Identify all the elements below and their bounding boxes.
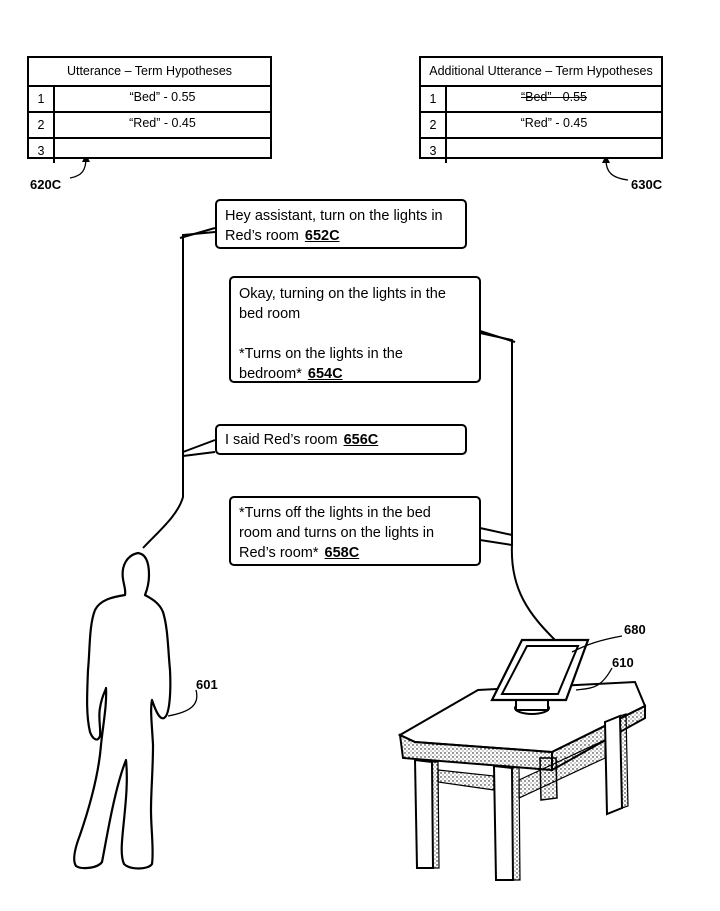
ref-label-610: 610 (612, 655, 634, 670)
device-speech-line (479, 332, 556, 641)
ref-680-leader (571, 635, 623, 653)
user-speech-line (142, 231, 216, 549)
row-number: 2 (421, 113, 447, 137)
bubble-line: Hey assistant, turn on the lights in (225, 208, 443, 224)
table-row: 2 “Red” - 0.45 (29, 113, 270, 139)
table-row: 1 “Bed” - 0.55 (421, 87, 661, 113)
hypothesis-value (447, 139, 661, 163)
ref-label-658c: 658C (324, 545, 360, 561)
row-number: 1 (29, 87, 55, 111)
ref-610-leader (575, 667, 613, 691)
table-leg-front-left-shade (431, 761, 440, 869)
table-row: 1 “Bed” - 0.55 (29, 87, 270, 113)
ref-label-680: 680 (624, 622, 646, 637)
ref-601-leader (167, 689, 198, 717)
speech-bubble-654c: Okay, turning on the lights in the bed r… (229, 276, 481, 383)
bubble-line: room and turns on the lights in (239, 525, 435, 541)
utterance-term-hypotheses-table: Utterance – Term Hypotheses 1 “Bed” - 0.… (27, 56, 272, 163)
hypothesis-value-struck: “Bed” - 0.55 (520, 90, 587, 104)
ref-label-620c: 620C (30, 177, 62, 192)
bubble-line: Okay, turning on the lights in the (239, 286, 446, 302)
hypothesis-value: “Red” - 0.45 (129, 116, 196, 130)
bubble-line: *Turns off the lights in the bed (239, 505, 431, 521)
table-leg-front-right (492, 764, 515, 881)
ref-label-652c: 652C (304, 228, 340, 244)
bubble-line-with-ref: Red’s room* 658C (239, 543, 471, 563)
table-header: Additional Utterance – Term Hypotheses (421, 58, 661, 87)
bubble-text: bedroom* (239, 366, 302, 382)
speech-bubble-658c: *Turns off the lights in the bed room an… (229, 496, 481, 566)
row-number: 2 (29, 113, 55, 137)
row-number: 3 (421, 139, 447, 163)
device-speech-line-b (479, 330, 516, 546)
row-number: 3 (29, 139, 55, 163)
table-apron-side (518, 739, 606, 799)
table-apron (437, 769, 495, 791)
device-screen (500, 645, 580, 695)
table-leg-back-right-shade (619, 713, 629, 809)
hypothesis-value: “Bed” - 0.55 (129, 90, 196, 104)
bubble-line: bed room (239, 306, 301, 322)
bubble-line: *Turns on the lights in the (239, 346, 403, 362)
row-number: 1 (421, 87, 447, 111)
ref-label-601: 601 (196, 677, 218, 692)
user-speech-line-b (179, 227, 216, 457)
bubble-text: I said Red’s room (225, 432, 338, 448)
ref-label-630c: 630C (631, 177, 663, 192)
ref-label-654c: 654C (307, 366, 343, 382)
table-row: 3 (421, 139, 661, 163)
speech-bubble-656c: I said Red’s room 656C (215, 424, 467, 455)
additional-utterance-term-hypotheses-table: Additional Utterance – Term Hypotheses 1… (419, 56, 663, 163)
bubble-text: Red’s room (225, 228, 299, 244)
ref-label-656c: 656C (343, 432, 379, 448)
ref-630c-arrowhead (602, 155, 610, 163)
bubble-text: Red’s room* (239, 545, 319, 561)
table-row: 3 (29, 139, 270, 163)
table-leg-back-right (603, 714, 624, 816)
bubble-line-with-ref: I said Red’s room 656C (225, 430, 457, 450)
table-header: Utterance – Term Hypotheses (29, 58, 270, 87)
speech-bubble-652c: Hey assistant, turn on the lights in Red… (215, 199, 467, 249)
table-row: 2 “Red” - 0.45 (421, 113, 661, 139)
table-leg-front-right-shade (511, 766, 521, 881)
person-silhouette (73, 551, 172, 870)
hypothesis-value: “Red” - 0.45 (520, 116, 588, 130)
bubble-line-with-ref: bedroom* 654C (239, 364, 471, 384)
bubble-line-with-ref: Red’s room 652C (225, 226, 457, 246)
hypothesis-value (55, 139, 270, 163)
table-leg-front-left (413, 758, 435, 869)
